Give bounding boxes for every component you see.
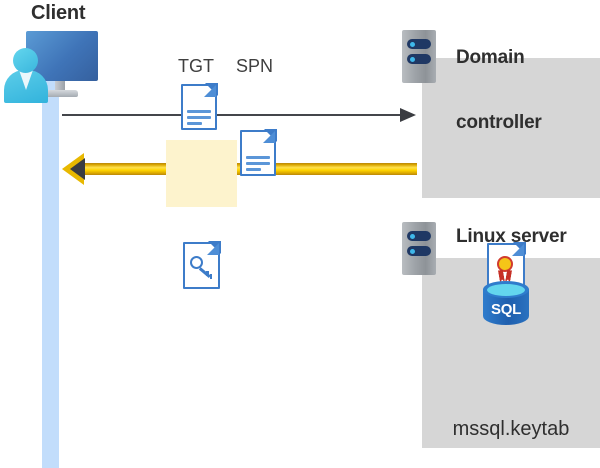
spn-document-icon <box>240 129 277 176</box>
client-lifeline <box>42 60 59 468</box>
person-collar-icon <box>19 70 33 90</box>
tgt-document-icon <box>181 83 218 130</box>
sql-label: SQL <box>491 301 521 318</box>
person-head-icon <box>13 48 38 73</box>
request-arrow-head <box>400 108 416 122</box>
linux-server-icon <box>402 222 436 275</box>
response-arrow-head-inner <box>70 158 85 180</box>
spn-label: SPN <box>236 56 274 76</box>
request-arrow-line <box>62 114 407 116</box>
linux-server-title: Linux server <box>456 226 567 247</box>
domain-controller-server-icon <box>402 30 436 83</box>
domain-controller-title-line1: Domain <box>456 46 525 68</box>
domain-controller-title-line2: controller <box>456 112 542 134</box>
client-title: Client <box>31 2 86 24</box>
keytab-label: mssql.keytab <box>452 418 570 440</box>
monitor-stand-icon <box>55 81 65 93</box>
ticket-highlight-box <box>166 140 237 207</box>
tgt-label: TGT <box>178 56 214 76</box>
monitor-base-icon <box>44 90 78 97</box>
sql-database-icon: SQL <box>483 281 529 333</box>
domain-controller-panel <box>422 58 600 198</box>
key-document-icon <box>183 241 221 289</box>
domain-controller-title: Domain controller <box>456 3 542 178</box>
